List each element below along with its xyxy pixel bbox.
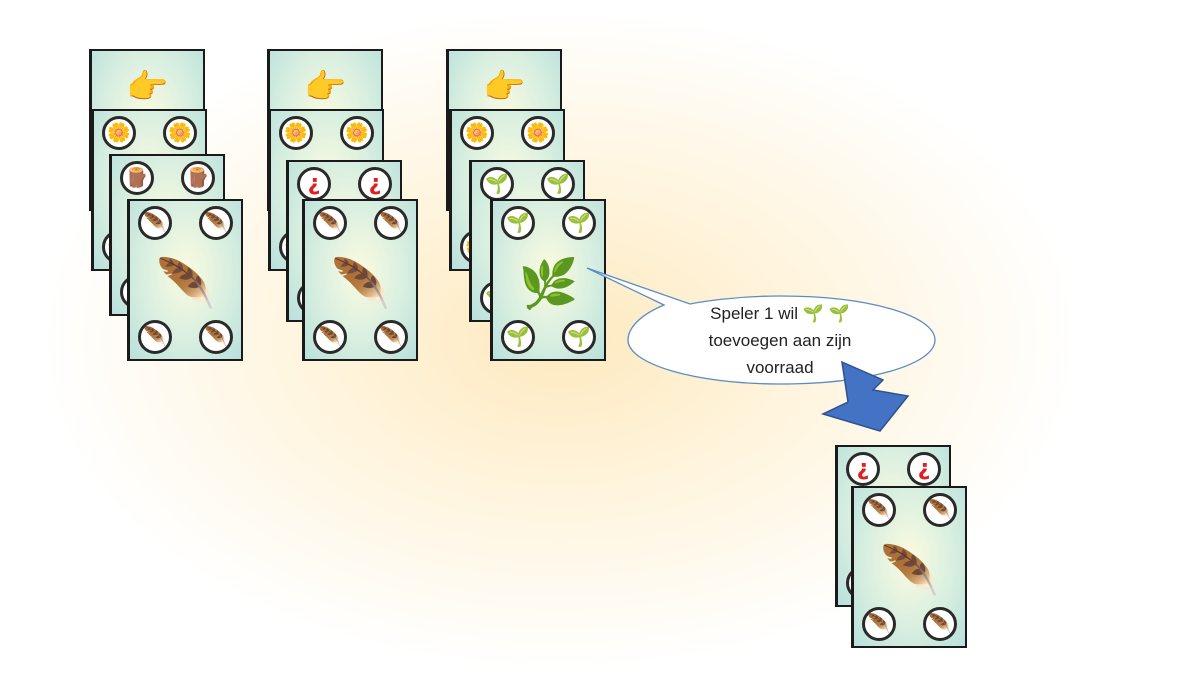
sprout-icon: 🌱 — [501, 206, 535, 240]
bubble-line3: voorraad — [746, 358, 814, 377]
bubble-line2: toevoegen aan zijn — [708, 331, 852, 350]
feather-card[interactable]: 🪶 🪶 🪶 🪶 🪶 — [851, 486, 967, 648]
sprout-icon: 🌱 🌱 — [802, 304, 850, 323]
grass-icon: 🌿 — [518, 256, 579, 312]
question-mark-icon: ¿ — [907, 452, 941, 486]
flower-icon: 🌼 — [521, 116, 555, 150]
pointer-hand-icon: 👉 — [126, 67, 169, 107]
feather-icon: 🪶 — [313, 320, 347, 354]
sprout-icon: 🌱 — [501, 320, 535, 354]
feather-icon: 🪶 — [862, 607, 896, 641]
feather-icon: 🪶 — [374, 320, 408, 354]
flower-icon: 🌼 — [340, 116, 374, 150]
sprout-icon: 🌱 — [562, 206, 596, 240]
feather-card[interactable]: 🪶 🪶 🪶 🪶 🪶 — [127, 199, 243, 361]
flower-icon: 🌼 — [163, 116, 197, 150]
flower-icon: 🌼 — [102, 116, 136, 150]
feather-icon: 🪶 — [138, 320, 172, 354]
feather-icon: 🪶 — [374, 206, 408, 240]
sprout-icon: 🌱 — [562, 320, 596, 354]
question-mark-icon: ¿ — [358, 167, 392, 201]
feather-icon: 🪶 — [862, 493, 896, 527]
flower-icon: 🌼 — [279, 116, 313, 150]
feather-icon: 🪶 — [879, 543, 940, 599]
pointer-hand-icon: 👉 — [304, 67, 347, 107]
sprout-icon: 🌱 — [541, 167, 575, 201]
pointer-hand-icon: 👉 — [483, 67, 526, 107]
feather-icon: 🪶 — [313, 206, 347, 240]
tree-stump-icon: 🪵 — [181, 161, 215, 195]
bubble-line1: Speler 1 wil — [710, 304, 799, 323]
tree-stump-icon: 🪵 — [120, 161, 154, 195]
grass-card[interactable]: 🌱 🌱 🌿 🌱 🌱 — [490, 199, 606, 361]
question-mark-icon: ¿ — [297, 167, 331, 201]
flower-icon: 🌼 — [460, 116, 494, 150]
feather-icon: 🪶 — [199, 206, 233, 240]
feather-card[interactable]: 🪶 🪶 🪶 🪶 🪶 — [302, 199, 418, 361]
question-mark-icon: ¿ — [846, 452, 880, 486]
feather-icon: 🪶 — [199, 320, 233, 354]
feather-icon: 🪶 — [923, 607, 957, 641]
speech-bubble-text: Speler 1 wil 🌱 🌱 toevoegen aan zijn voor… — [660, 300, 900, 381]
feather-icon: 🪶 — [138, 206, 172, 240]
feather-icon: 🪶 — [330, 256, 391, 312]
feather-icon: 🪶 — [923, 493, 957, 527]
sprout-icon: 🌱 — [480, 167, 514, 201]
feather-icon: 🪶 — [155, 256, 216, 312]
